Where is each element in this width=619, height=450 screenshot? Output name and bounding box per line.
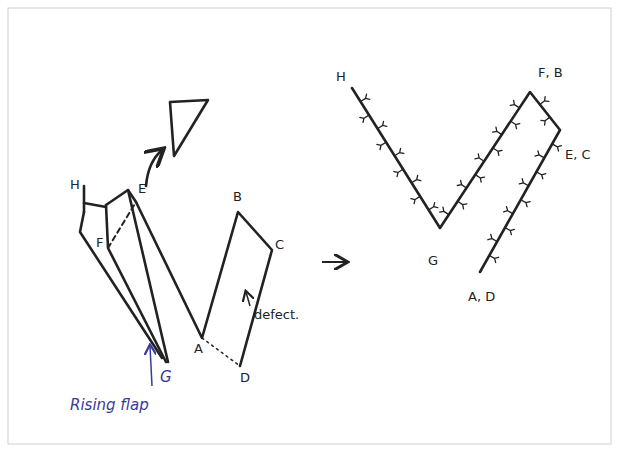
suture-tick [411,196,420,203]
suture-tick [510,100,519,107]
point-label: H [336,70,346,83]
point-label: E, C [565,148,591,161]
closed-wound [352,88,560,272]
point-label: D [240,371,250,384]
defect-leader [246,292,250,306]
point-label: A, D [468,290,495,303]
point-label: H [70,178,80,191]
point-label: G [160,370,172,385]
suture-tick [541,117,550,125]
left-figure [80,100,272,366]
suture-tick [521,200,530,207]
suture-tick [505,228,514,235]
point-label: defect. [254,308,299,321]
suture-tick [475,154,484,161]
suture-tick [493,127,502,134]
suture-tick [535,151,544,158]
point-label: B [233,190,242,203]
suture-tick [412,175,421,182]
point-label: G [428,254,438,267]
result-arrow [322,261,346,263]
suture-tick [458,201,467,208]
point-label: F [96,236,103,249]
suture-tick [540,97,549,105]
suture-tick [488,234,497,241]
suture-tick [493,148,502,155]
suture-tick [511,121,520,128]
suture-tick [457,181,466,188]
suture-tick [519,179,528,186]
suture-tick [489,255,498,262]
suture-tick [394,169,403,176]
suture-tick [360,115,369,122]
point-label: Rising flap [70,398,149,413]
suture-tick [552,144,561,151]
suture-tick [395,148,404,155]
flap-leader [150,346,152,386]
suture-tick [378,121,387,128]
suture-tick [536,172,545,179]
suture-tick [440,207,449,214]
suture-tick [475,175,484,182]
point-label: F, B [538,66,563,79]
suture-tick [429,203,438,210]
suture-marks [360,94,562,262]
point-label: C [275,238,284,251]
suture-tick [377,142,386,149]
frame [8,8,611,444]
point-label: E [138,182,146,195]
suture-tick [361,94,370,101]
point-label: A [194,342,203,355]
suture-tick [504,207,513,214]
